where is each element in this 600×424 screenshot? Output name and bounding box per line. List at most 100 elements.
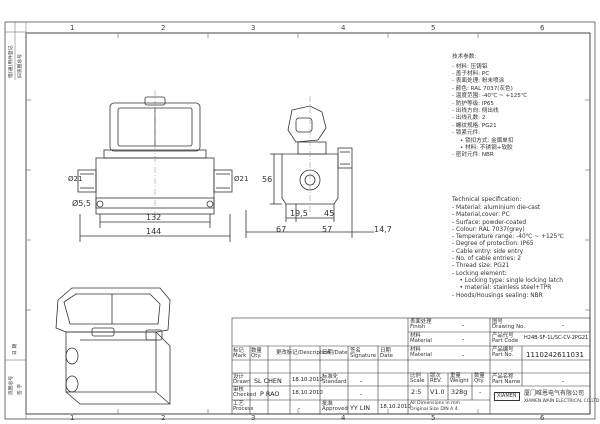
checked-label: 审核 Checked bbox=[233, 387, 257, 399]
checked-name: P RAO bbox=[260, 390, 280, 398]
zone-bottom-4: 4 bbox=[341, 414, 346, 422]
dim-45: 45 bbox=[324, 209, 335, 218]
approved-date: 18.10.2010 bbox=[380, 404, 411, 410]
part-code-value: H24B-SF-1L/SC-CV-2PG21 bbox=[524, 335, 589, 341]
part-name-label: 产品名称 Part Name bbox=[492, 374, 521, 386]
specs-cn-line: - 防护等级: IP65 bbox=[452, 100, 494, 107]
title-block-grid bbox=[231, 317, 591, 415]
hdr-mark: 标记 Mark bbox=[233, 348, 247, 360]
specs-en: Technical specification: - Material: alu… bbox=[452, 197, 564, 301]
zone-top-6: 6 bbox=[540, 24, 545, 32]
dim-132: 132 bbox=[146, 213, 162, 222]
scale-value: 2:5 bbox=[411, 388, 422, 396]
hdr-signature: 签名 Signature bbox=[350, 348, 377, 360]
approved-label: 批准 Approved bbox=[322, 401, 348, 413]
zone-bottom-3: 3 bbox=[251, 414, 256, 422]
specs-en-line: • material: stainless steel+TPR bbox=[452, 285, 552, 292]
drawn-label: 设计 Drawn bbox=[233, 374, 251, 386]
company-logo: XIAMEN bbox=[494, 392, 520, 401]
specs-cn: 技术参数: - 材料: 压铸铝 - 盖子材料: PC - 表面处理: 粉末喷涂 … bbox=[452, 54, 528, 161]
qty-label: 数量 Qty. bbox=[474, 373, 485, 385]
dim-19-5: 19,5 bbox=[290, 209, 308, 218]
specs-cn-line: - 锁紧元件: bbox=[452, 130, 481, 137]
rev-label: 版次 REV. bbox=[430, 373, 442, 385]
specs-cn-title: 技术参数: bbox=[452, 54, 477, 60]
dim-d55: Ø5,5 bbox=[72, 199, 92, 208]
standard-label: 标准化 Standard bbox=[322, 374, 347, 386]
zone-bottom-6: 6 bbox=[540, 414, 545, 422]
specs-en-line: - Material,cover: PC bbox=[452, 212, 510, 219]
process-value: - bbox=[298, 404, 301, 412]
side-stamp-column bbox=[4, 21, 27, 420]
specs-en-line: - Surface: powder-coated bbox=[452, 219, 527, 226]
dim-57: 57 bbox=[322, 225, 333, 234]
zone-top-3: 3 bbox=[251, 24, 256, 32]
side-label-0: 借(通)用件登记 bbox=[9, 45, 14, 78]
specs-en-line: - Cable entry: side entry bbox=[452, 248, 524, 255]
dim-56: 56 bbox=[262, 175, 273, 184]
company-name-cn: 厦门唯恩电气有限公司 bbox=[524, 390, 585, 397]
zone-top-1: 1 bbox=[70, 24, 75, 32]
side-label-4: 日 期 bbox=[13, 343, 18, 355]
hdr-date: 日期/Date bbox=[322, 350, 348, 356]
specs-cn-line: - 密封元件: NBR bbox=[452, 152, 494, 159]
specs-en-line: - No. of cable entries: 2 bbox=[452, 256, 521, 263]
dims-note: All Dimensions in mm bbox=[410, 401, 461, 406]
part-name-value: - bbox=[562, 377, 565, 385]
zone-bottom-5: 5 bbox=[431, 414, 436, 422]
part-no-label: 产品编号 Part No. bbox=[492, 347, 514, 359]
specs-en-line: - Degree of protection: IP65 bbox=[452, 241, 534, 248]
checked-date: 18.10.2010 bbox=[292, 390, 323, 396]
specs-en-line: • Locking type: single locking latch bbox=[452, 277, 563, 284]
dim-d21-left: Ø21 bbox=[68, 175, 83, 183]
specs-cn-line: - 表面处理: 粉末喷涂 bbox=[452, 78, 505, 85]
side-label-3: 签 字 bbox=[18, 383, 23, 395]
qty-value: - bbox=[479, 388, 482, 396]
hdr-change: 更改标记/Description bbox=[276, 350, 331, 356]
material-label: 材料 Material bbox=[410, 333, 432, 345]
specs-cn-line: - 材料: 压铸铝 bbox=[452, 63, 488, 70]
specs-cn-line: - 出线孔数: 2 bbox=[452, 115, 486, 122]
specs-cn-line: • 材料: 不锈钢+软胶 bbox=[460, 144, 513, 151]
isometric-view bbox=[55, 287, 171, 405]
material-label-2: 材料 Material bbox=[410, 347, 432, 359]
specs-en-line: - Colour: RAL 7037(grey) bbox=[452, 226, 525, 233]
dim-d21-right: Ø21 bbox=[234, 175, 249, 183]
size-note: Original Size DIN A 4 bbox=[410, 407, 458, 412]
specs-en-line: - Material: aluminium die-cast bbox=[452, 205, 541, 211]
finish-label: 表面处理 Finish bbox=[410, 319, 432, 331]
specs-en-line: - Locking element: bbox=[452, 270, 507, 277]
zone-top-2: 2 bbox=[161, 24, 166, 32]
approved-name: YY LIN bbox=[350, 404, 371, 412]
dim-14-7: 14,7 bbox=[374, 225, 392, 234]
finish-value: - bbox=[462, 321, 465, 329]
zone-bottom-1: 1 bbox=[70, 414, 75, 422]
specs-en-line: - Hoods/Housings sealing: NBR bbox=[452, 292, 543, 299]
zone-ticks bbox=[26, 33, 590, 414]
specs-cn-line: - 温度范围: -40℃ ~ +125℃ bbox=[452, 93, 528, 100]
dim-144: 144 bbox=[146, 227, 162, 236]
rev-value: V1.0 bbox=[430, 388, 445, 396]
hdr-date2: 日期 Date bbox=[380, 348, 393, 360]
specs-cn-line: - 螺纹规格: PG21 bbox=[452, 122, 497, 129]
weight-value: 328g bbox=[451, 388, 468, 396]
dim-67: 67 bbox=[276, 225, 287, 234]
company-name-en: XIAMEN WAIN ELECTRICAL CO.LTD bbox=[524, 399, 600, 404]
drawn-date: 18.10.2010 bbox=[292, 377, 323, 383]
specs-en-line: - Temperature range: -40℃ ~ +125℃ bbox=[452, 234, 564, 241]
side-view bbox=[245, 105, 374, 238]
process-label: 工艺 Process bbox=[233, 401, 254, 413]
drawing-no-label: 图号 Drawing No. bbox=[492, 319, 526, 331]
side-label-2: 底图总号 bbox=[9, 375, 14, 395]
zone-bottom-2: 2 bbox=[161, 414, 166, 422]
standard-value: - bbox=[360, 377, 363, 385]
zone-top-5: 5 bbox=[431, 24, 436, 32]
zone-top-4: 4 bbox=[341, 24, 346, 32]
specs-en-line: - Thread size: PG21 bbox=[452, 263, 510, 270]
drawing-no-value: - bbox=[562, 321, 565, 329]
material-value: - bbox=[462, 335, 465, 343]
specs-cn-line: - 盖子材料: PC bbox=[452, 70, 490, 77]
material-value-2: - bbox=[462, 351, 465, 359]
specs-cn-line: - 颜色: RAL 7037(灰色) bbox=[452, 85, 513, 92]
